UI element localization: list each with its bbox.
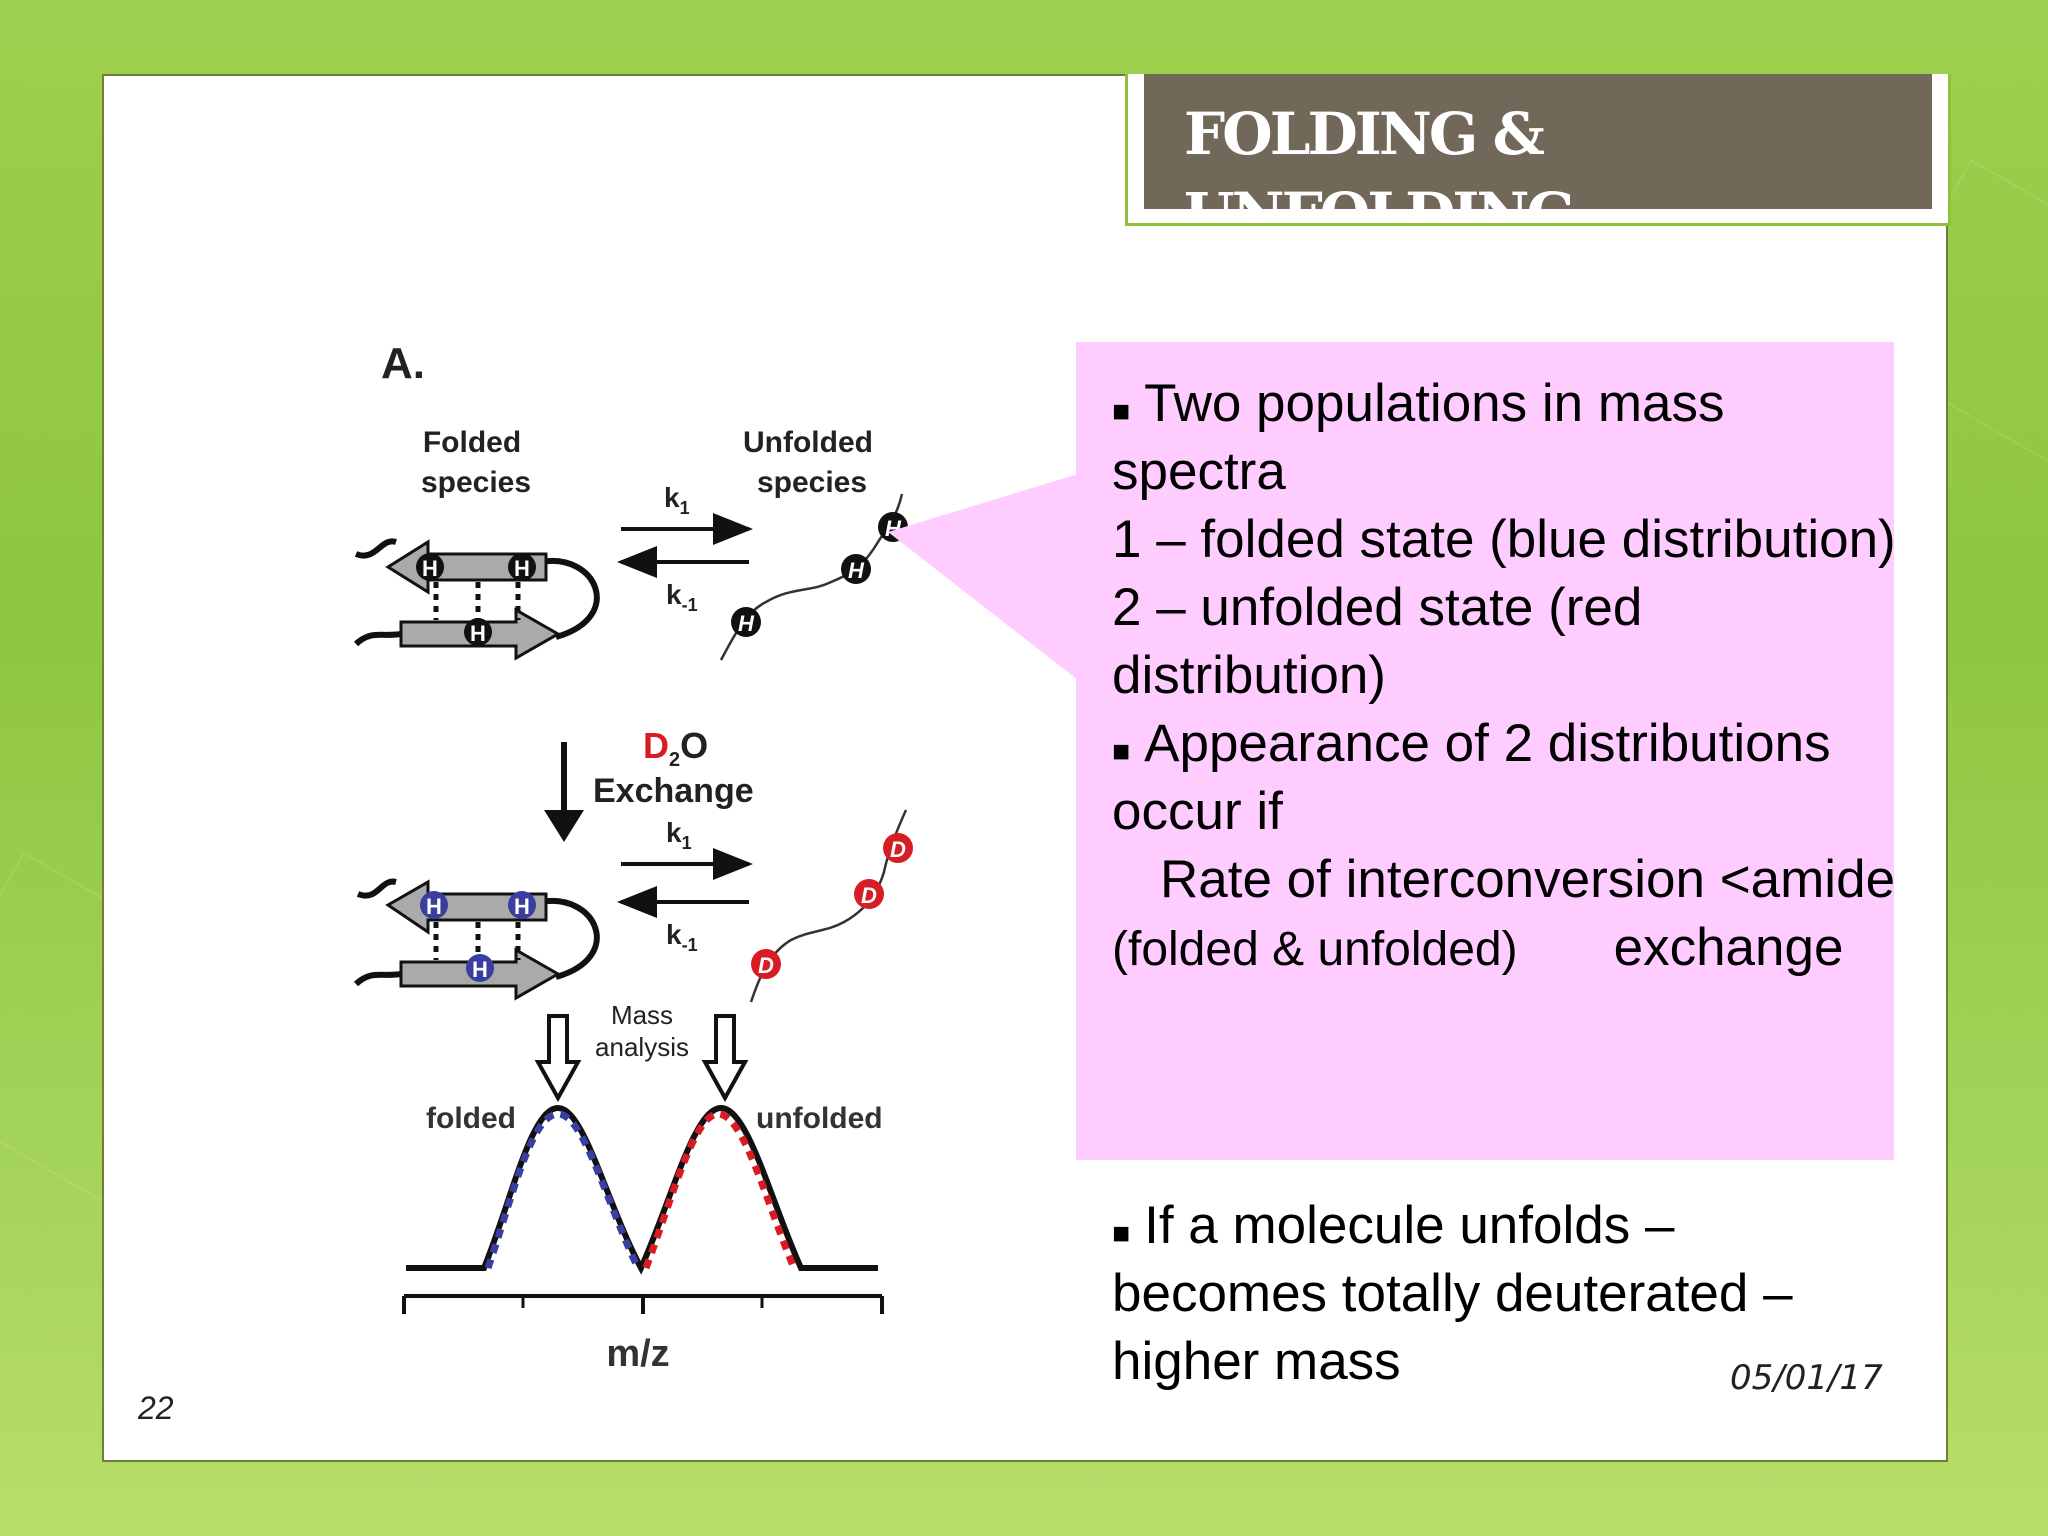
hydrogen-label: H xyxy=(848,558,865,583)
unfolded-chain-bottom: D D D xyxy=(749,809,913,1003)
callout-paren-line: (folded & unfolded)exchange xyxy=(1112,918,1844,977)
callout-pointer xyxy=(888,474,1078,680)
exchange-label: Exchange xyxy=(593,772,754,810)
bottom-text: ■If a molecule unfolds – becomes totally… xyxy=(1112,1192,1902,1396)
slide-date: 05/01/17 xyxy=(1730,1358,1883,1398)
rate-constant-reverse: k-1 xyxy=(666,919,698,955)
deuterium-label: D xyxy=(758,953,774,978)
exchange-step: D2O Exchange xyxy=(544,725,754,842)
callout-unfolded-line: 2 – unfolded state (red distribution) xyxy=(1112,578,1643,705)
hydrogen-label: H xyxy=(472,957,488,982)
slide-title: FOLDING & UNFOLDING xyxy=(1184,100,1576,209)
equilibrium-arrows-top: k1 k-1 xyxy=(617,482,753,615)
unfolded-distribution xyxy=(642,1110,798,1270)
d2o-label: D2O xyxy=(643,725,708,771)
title-banner: FOLDING & UNFOLDING xyxy=(1144,74,1932,209)
bullet-square-icon: ■ xyxy=(1112,395,1131,428)
callout-bullet-1: ■Two populations in mass spectra xyxy=(1112,374,1725,501)
callout-rate-line: Rate of interconversion <amide xyxy=(1160,850,1896,909)
hdx-figure: A. Folded species Unfolded species H H xyxy=(266,242,966,1382)
rate-constant-forward: k1 xyxy=(666,817,692,853)
folded-distribution xyxy=(484,1110,642,1270)
unfolded-species-label-2: species xyxy=(757,466,867,499)
folded-species-label-1: Folded xyxy=(423,426,521,459)
bullet-square-icon: ■ xyxy=(1112,1217,1131,1250)
mass-spectrum: folded unfolded m/z xyxy=(402,1102,884,1375)
folded-hairpin-top: H H H xyxy=(353,538,600,661)
hydrogen-label: H xyxy=(426,894,442,919)
page-number: 22 xyxy=(138,1390,174,1426)
folded-hairpin-bottom: H H H xyxy=(353,878,600,1001)
title-tab: FOLDING & UNFOLDING xyxy=(1125,74,1951,226)
hydrogen-label: H xyxy=(738,611,755,636)
peak-label-unfolded: unfolded xyxy=(756,1102,883,1135)
axis-label: m/z xyxy=(606,1333,669,1375)
hydrogen-label: H xyxy=(422,556,438,581)
hydrogen-label: H xyxy=(470,621,486,646)
callout-text: ■Two populations in mass spectra 1 – fol… xyxy=(1112,370,1902,984)
hydrogen-label: H xyxy=(514,556,530,581)
envelope-curve xyxy=(406,1104,878,1275)
unfolded-chain-top: H H H xyxy=(719,493,908,661)
callout-bullet-2: ■Appearance of 2 distributions occur if xyxy=(1112,714,1831,841)
mass-analysis-label-1: Mass xyxy=(611,1000,673,1030)
hydrogen-label: H xyxy=(514,894,530,919)
callout-box xyxy=(1076,342,1894,1160)
equilibrium-arrows-bottom: k1 k-1 xyxy=(617,817,753,955)
rate-constant-forward: k1 xyxy=(664,482,690,518)
bottom-bullet: ■If a molecule unfolds – becomes totally… xyxy=(1112,1196,1793,1391)
unfolded-species-label-1: Unfolded xyxy=(743,426,873,459)
folded-species-label-2: species xyxy=(421,466,531,499)
deuterium-label: D xyxy=(861,883,877,908)
mass-analysis-label-2: analysis xyxy=(595,1032,689,1062)
bullet-square-icon: ■ xyxy=(1112,735,1131,768)
mass-analysis-arrows: Mass analysis xyxy=(534,1000,749,1103)
peak-label-folded: folded xyxy=(426,1102,516,1135)
panel-label: A. xyxy=(381,339,425,388)
hdx-diagram: A. Folded species Unfolded species H H xyxy=(353,339,913,1375)
callout-folded-line: 1 – folded state (blue distribution) xyxy=(1112,510,1896,569)
deuterium-label: D xyxy=(890,837,906,862)
rate-constant-reverse: k-1 xyxy=(666,579,698,615)
